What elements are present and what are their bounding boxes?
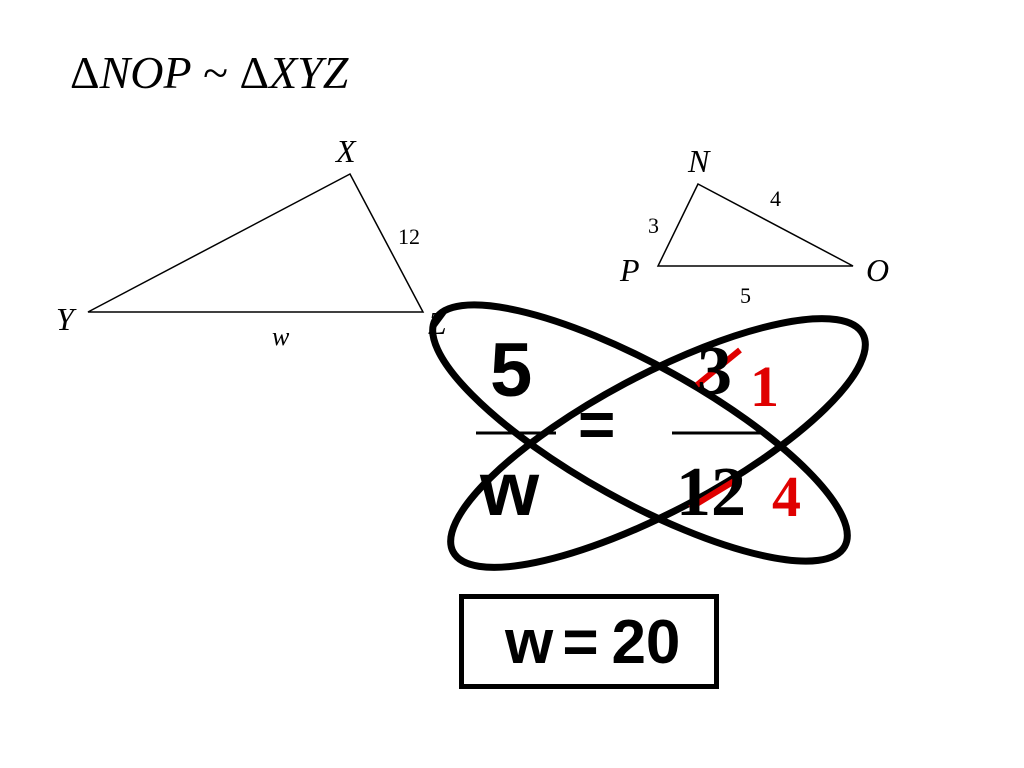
cancel-slash-3 [695, 347, 742, 388]
vertex-label-y: Y [56, 301, 74, 337]
answer-equals: = [561, 608, 598, 677]
vertex-label-n: N [688, 143, 710, 179]
cancel-slash-12 [688, 477, 738, 511]
reduced-denominator: 4 [772, 464, 801, 529]
equals-sign: = [578, 388, 616, 460]
right-numerator: 3 [697, 333, 732, 410]
vertex-label-z: Z [428, 305, 446, 341]
answer-value: 20 [611, 608, 681, 677]
cross-multiply-ellipse-w-3 [447, 315, 869, 571]
side-label-po: 5 [740, 283, 751, 308]
side-label-xz: 12 [398, 224, 420, 249]
cross-multiply-ellipse-5-12 [429, 301, 851, 565]
similar-symbol: ~ [191, 47, 240, 98]
triangle-xyz [87, 172, 425, 313]
answer-box [459, 594, 719, 689]
side-label-yz: w [272, 322, 290, 351]
right-denominator: 12 [676, 454, 746, 531]
triangle-name-nop: NOP [99, 47, 192, 98]
triangle-nop [656, 182, 854, 267]
vertex-label-p: P [620, 252, 640, 288]
reduced-numerator: 1 [750, 354, 779, 419]
vertex-label-o: O [866, 252, 890, 288]
delta-symbol: Δ [70, 47, 100, 98]
left-numerator: 5 [490, 328, 533, 413]
vertex-label-x: X [336, 133, 356, 169]
answer-variable: w [505, 608, 554, 677]
left-denominator: w [480, 447, 540, 532]
side-label-pn: 3 [648, 213, 659, 238]
similarity-statement: ΔNOP ~ ΔXYZ [70, 50, 348, 96]
answer: w=20 [505, 612, 680, 674]
delta-symbol: Δ [239, 47, 270, 98]
triangle-name-xyz: XYZ [269, 47, 349, 98]
side-label-no: 4 [770, 186, 781, 211]
